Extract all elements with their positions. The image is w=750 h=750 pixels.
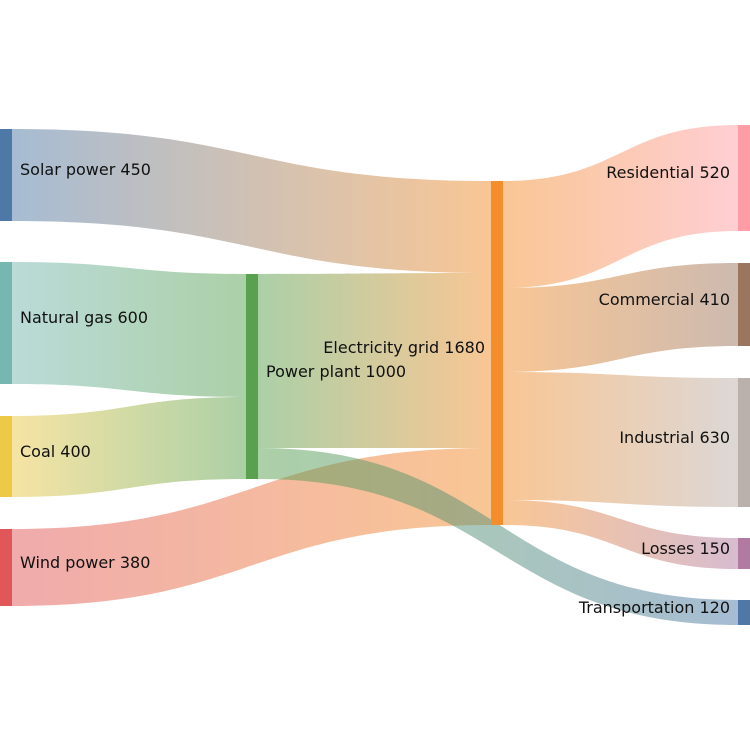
node-label-res: Residential 520: [606, 163, 730, 182]
link-plant-grid[interactable]: [258, 273, 491, 448]
link-solar-grid[interactable]: [12, 129, 491, 273]
link-grid-loss[interactable]: [503, 500, 738, 569]
node-gas[interactable]: [0, 262, 12, 384]
node-label-solar: Solar power 450: [20, 160, 151, 179]
nodes-layer: [0, 125, 750, 625]
link-coal-plant[interactable]: [12, 397, 246, 497]
link-plant-trans[interactable]: [258, 448, 738, 625]
node-plant[interactable]: [246, 274, 258, 479]
links-layer: [12, 125, 738, 625]
node-wind[interactable]: [0, 529, 12, 606]
node-solar[interactable]: [0, 129, 12, 221]
node-res[interactable]: [738, 125, 750, 231]
node-ind[interactable]: [738, 378, 750, 507]
node-com[interactable]: [738, 263, 750, 346]
node-loss[interactable]: [738, 538, 750, 569]
node-label-loss: Losses 150: [641, 539, 730, 558]
labels-layer: Solar power 450 Natural gas 600 Coal 400…: [20, 160, 730, 617]
node-label-coal: Coal 400: [20, 442, 91, 461]
node-grid[interactable]: [491, 181, 503, 525]
node-label-ind: Industrial 630: [619, 428, 730, 447]
node-label-gas: Natural gas 600: [20, 308, 148, 327]
node-label-grid: Electricity grid 1680: [323, 338, 485, 357]
link-grid-ind[interactable]: [503, 372, 738, 507]
node-label-plant: Power plant 1000: [266, 362, 406, 381]
node-label-wind: Wind power 380: [20, 553, 150, 572]
link-grid-com[interactable]: [503, 263, 738, 372]
link-gas-plant[interactable]: [12, 262, 246, 397]
node-label-com: Commercial 410: [599, 290, 730, 309]
node-coal[interactable]: [0, 416, 12, 497]
node-label-trans: Transportation 120: [578, 598, 730, 617]
link-grid-res[interactable]: [503, 125, 738, 288]
node-trans[interactable]: [738, 600, 750, 625]
